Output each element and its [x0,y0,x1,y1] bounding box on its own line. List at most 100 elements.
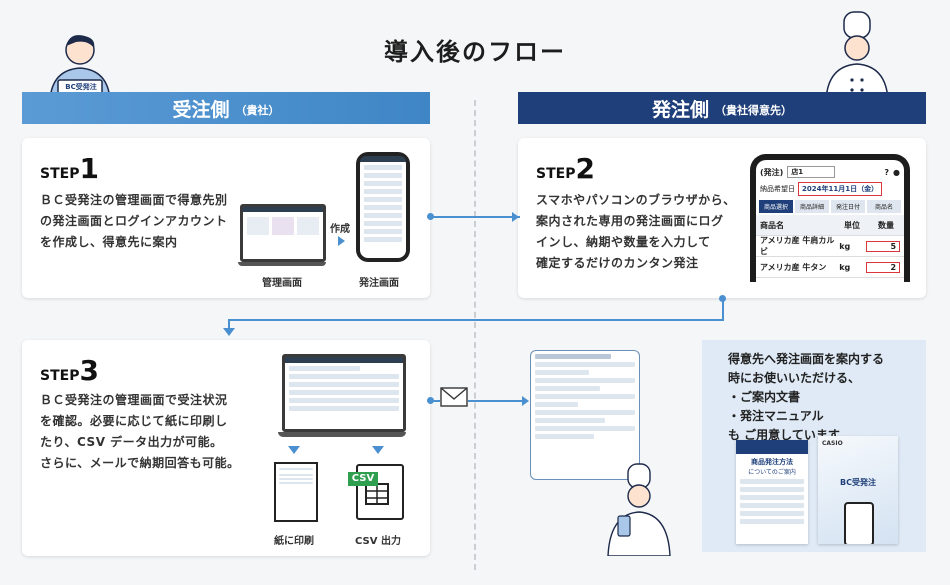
step1-line: を作成し、得意先に案内 [40,235,178,249]
manual-title: BC受発注 [840,478,876,487]
support-line: 時にお使いいただける、 [728,371,861,385]
col-unit: 単位 [844,220,860,230]
guide-document-thumbnail: 商品発注方法 についてのご案内 [736,440,808,544]
step3-card: STEP3 ＢＣ受発注の管理画面で受注状況 を確認。必要に応じて紙に印刷し たり… [22,340,430,556]
connector-step1-step2 [430,216,520,218]
step3-line: たり、CSV データ出力が可能。 [40,435,223,449]
tab-product-name[interactable]: 商品名 [867,200,901,213]
step2-card: STEP2 スマホやパソコンのブラウザから、 案内された専用の発注画面にログ イ… [518,138,926,298]
mail-icon [440,387,468,407]
connector-step2-step3-v2 [228,319,230,329]
delivery-label: 納品希望日 [760,185,795,193]
step2-line: 案内された専用の発注画面にログ [536,214,724,228]
receiver-banner: 受注側 （貴社） [22,92,430,124]
step1-prefix: STEP [40,166,80,182]
guide-subtitle: についてのご案内 [748,469,796,476]
tab-product-detail[interactable]: 商品詳細 [795,200,829,213]
bc-badge: BC受発注 [56,82,106,94]
step3-description: ＢＣ受発注の管理画面で受注状況 を確認。必要に応じて紙に印刷し たり、CSV デ… [40,390,270,474]
print-label: 紙に印刷 [274,536,314,547]
row-product-name: アメリカ産 牛肩カルビ [760,236,835,256]
step2-label: STEP2 [536,152,595,185]
manual-thumbnail: CASIO BC受発注 [818,436,898,544]
csv-file-icon [356,464,404,520]
qty-input[interactable]: 2 [865,261,901,273]
delivery-date-field[interactable]: 2024年11月1日（金） [798,182,883,196]
step3-line: さらに、メールで納期回答も可能。 [40,456,240,470]
connector-step2-step3-v [722,298,724,320]
user-icon[interactable]: ● [893,167,900,177]
orderer-banner-label: 発注側 [651,98,709,121]
help-icon[interactable]: ? [884,167,890,177]
row-unit[interactable]: kg [839,241,851,251]
connector-arrow [223,328,235,336]
phone-header: (発注) [760,167,784,177]
chef-illustration [818,8,898,101]
step1-card: STEP1 ＢＣ受発注の管理画面で得意先別 の発注画面とログインアカウント を作… [22,138,430,298]
chef-with-phone-illustration [592,460,684,557]
step1-number: 1 [79,152,99,185]
orderer-banner-sub: （貴社得意先） [715,103,792,117]
connector-dot [719,295,726,302]
receiver-banner-label: 受注側 [172,98,230,121]
tab-product-select[interactable]: 商品選択 [759,200,793,213]
connector-dot [427,397,434,404]
table-header: 商品名 単位 数量 [756,215,904,236]
row-unit[interactable]: kg [839,262,851,272]
order-phone-illustration [356,152,410,262]
receiver-banner-sub: （貴社） [235,103,280,117]
connector-step3-email [430,400,524,402]
connector-step2-step3-h [228,319,724,321]
support-line: 得意先へ発注画面を案内する [728,352,885,366]
step2-description: スマホやパソコンのブラウザから、 案内された専用の発注画面にログ インし、納期や… [536,190,756,274]
step1-description: ＢＣ受発注の管理画面で得意先別 の発注画面とログインアカウント を作成し、得意先… [40,190,260,253]
paper-document-icon [274,462,318,522]
step3-label: STEP3 [40,354,99,387]
print-arrow [288,446,300,454]
csv-label: CSV 出力 [355,536,401,547]
support-line: ・発注マニュアル [728,409,824,423]
step2-line: 確定するだけのカンタン発注 [536,256,699,270]
col-qty: 数量 [878,220,894,230]
support-line: ・ご案内文書 [728,390,801,404]
col-product-name: 商品名 [760,220,784,230]
connector-dot [427,213,434,220]
step1-label: STEP1 [40,152,99,185]
order-screen-label: 発注画面 [359,278,399,289]
tab-order-date[interactable]: 発注日付 [831,200,865,213]
step3-number: 3 [79,354,99,387]
store-select[interactable]: 店1 [787,166,836,178]
admin-laptop-illustration [278,354,406,438]
step1-line: の発注画面とログインアカウント [40,214,228,228]
order-phone-mockup: (発注) 店1 ? ● 納品希望日 2024年11月1日（金） 商品選択 商品詳… [750,154,910,282]
csv-badge: CSV [348,472,378,486]
step3-prefix: STEP [40,368,80,384]
table-row: アメリカ産 牛タン kg 2 [756,257,904,278]
csv-arrow [372,446,384,454]
admin-laptop-illustration [238,204,326,268]
step3-line: ＢＣ受発注の管理画面で受注状況 [40,393,228,407]
page-title: 導入後のフロー [384,38,566,66]
connector-arrow [522,396,529,406]
create-arrow [338,236,345,246]
email-preview [530,350,640,480]
step1-line: ＢＣ受発注の管理画面で得意先別 [40,193,228,207]
row-product-name: アメリカ産 牛タン [760,262,827,272]
column-divider [474,100,476,570]
step3-line: を確認。必要に応じて紙に印刷し [40,414,228,428]
admin-screen-label: 管理画面 [262,278,302,289]
support-description: 得意先へ発注画面を案内する 時にお使いいただける、 ・ご案内文書 ・発注マニュア… [728,350,918,445]
qty-input[interactable]: 5 [865,240,901,252]
step2-prefix: STEP [536,166,576,182]
step2-number: 2 [575,152,595,185]
step2-line: スマホやパソコンのブラウザから、 [536,193,736,207]
bc-badge-text: BC受発注 [65,83,97,91]
connector-arrow [512,212,519,222]
create-label: 作成 [330,224,350,235]
guide-title: 商品発注方法 [751,458,793,466]
orderer-banner: 発注側 （貴社得意先） [518,92,926,124]
step2-line: インし、納期や数量を入力して [536,235,711,249]
table-row: アメリカ産 牛肩カルビ kg 5 [756,236,904,257]
manual-brand: CASIO [822,440,843,447]
support-materials-box: 得意先へ発注画面を案内する 時にお使いいただける、 ・ご案内文書 ・発注マニュア… [702,340,926,552]
